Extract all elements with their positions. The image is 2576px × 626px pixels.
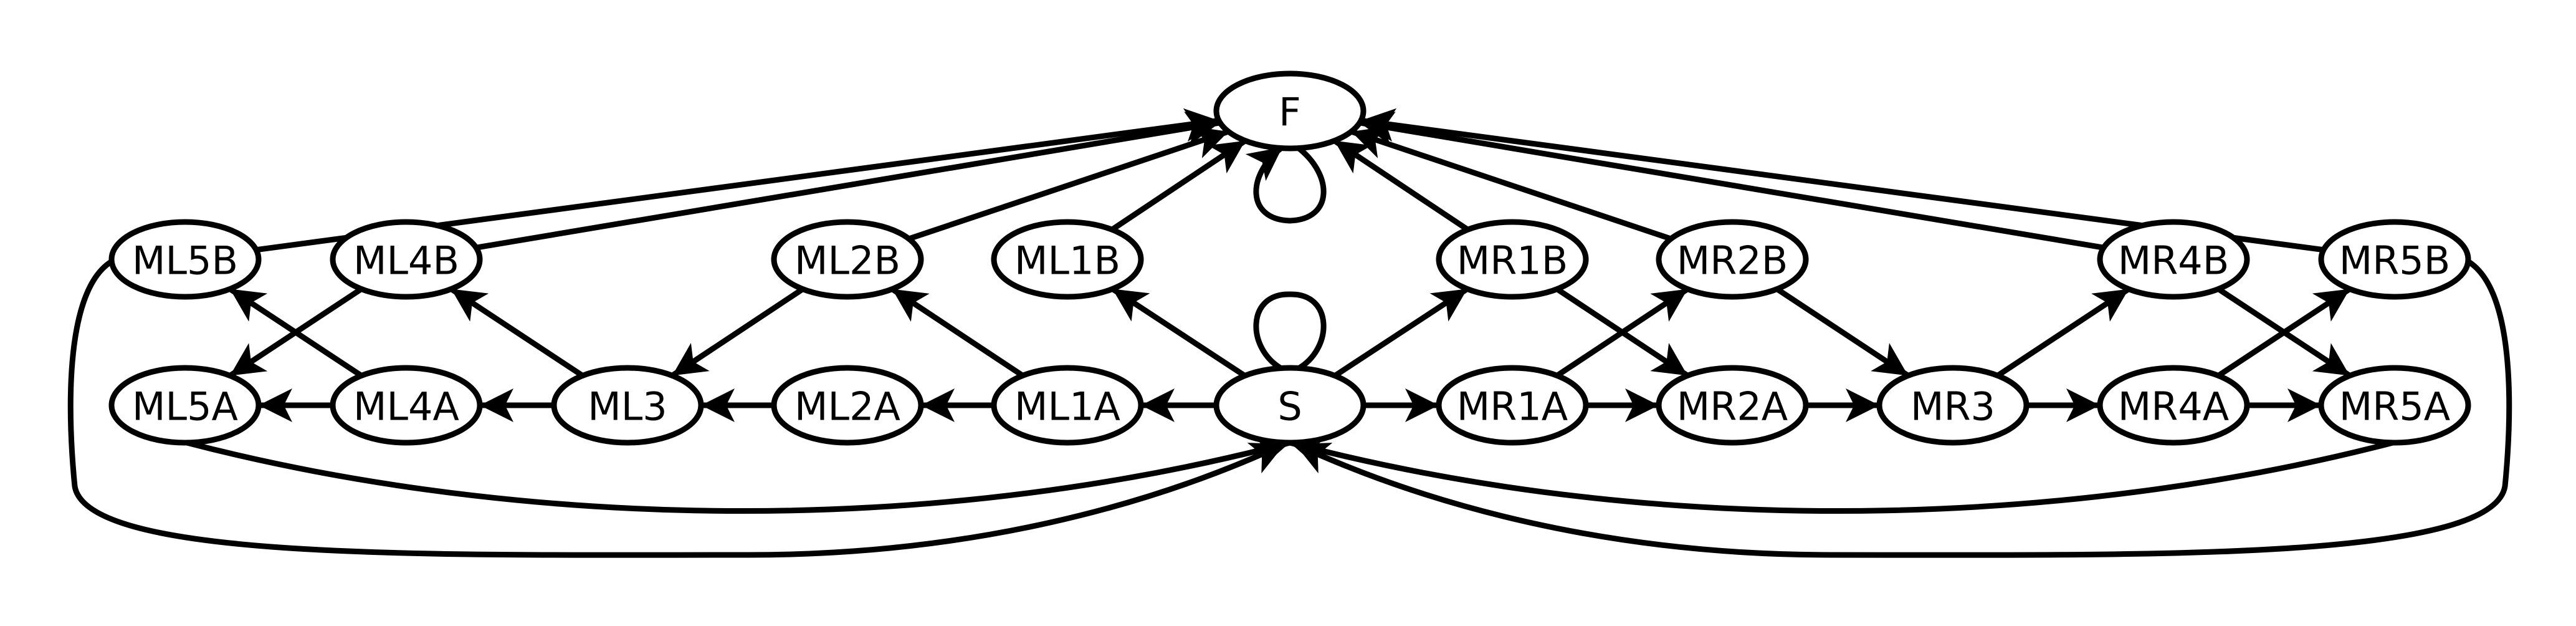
edge-ml1a-to-ml2b [889, 286, 1026, 378]
node-f: F [1213, 70, 1367, 152]
edge-ml5a-to-s [184, 435, 1293, 514]
node-ml2b: ML2B [771, 219, 924, 300]
edge-mr4a-to-mr5b [2215, 286, 2353, 378]
node-ml5a: ML5A [108, 365, 262, 446]
edge-mr2b-to-mr3 [1774, 286, 1911, 378]
node-ml4b: ML4B [330, 219, 483, 300]
edge-ml3-to-ml4b [448, 286, 586, 378]
node-label-ml1b: ML1B [1014, 238, 1120, 284]
node-label-ml4b: ML4B [353, 238, 459, 284]
node-ml3: ML3 [551, 365, 704, 446]
edge-ml2b-to-f [906, 126, 1231, 242]
node-label-f: F [1279, 90, 1301, 135]
node-mr3: MR3 [1876, 365, 2030, 446]
node-label-mr1b: MR1B [1457, 238, 1568, 284]
node-label-mr2a: MR2A [1677, 384, 1788, 430]
edge-s-to-s-loop [1253, 291, 1327, 372]
node-label-mr5b: MR5B [2339, 238, 2451, 284]
edge-ml2b-to-ml3 [669, 286, 806, 378]
node-label-ml5b: ML5B [132, 238, 238, 284]
node-ml4a: ML4A [330, 365, 483, 446]
edge-mr4b-to-f [1357, 112, 2107, 251]
node-mr5b: MR5B [2318, 219, 2471, 300]
node-label-mr4a: MR4A [2118, 384, 2229, 430]
node-label-s: S [1277, 384, 1302, 430]
node-label-ml3: ML3 [588, 384, 667, 430]
node-mr4a: MR4A [2097, 365, 2250, 446]
edge-ml4b-to-f [473, 112, 1223, 251]
edge-ml1b-to-f [1109, 138, 1248, 233]
node-mr1a: MR1A [1436, 365, 1589, 446]
edge-s-to-mr1b [1332, 286, 1471, 379]
node-s: S [1213, 365, 1367, 446]
edge-ml4a-to-ml5b [227, 286, 365, 378]
edge-mr5a-to-s [1287, 435, 2396, 514]
node-mr4b: MR4B [2097, 219, 2250, 300]
edge-mr3-to-mr4b [1995, 286, 2132, 378]
nodes-layer: F S ML5B ML4B ML2B ML1B MR1B MR2B MR4B M… [108, 70, 2471, 446]
edge-f-to-f-loop [1245, 144, 1327, 224]
edge-mr1a-to-mr2b [1554, 286, 1691, 378]
node-label-mr3: MR3 [1911, 384, 1995, 430]
node-label-mr2b: MR2B [1677, 238, 1788, 284]
node-label-ml5a: ML5A [132, 384, 238, 430]
edge-s-to-ml1b [1109, 286, 1248, 379]
edge-mr5b-to-s [1292, 259, 2512, 558]
node-label-mr4b: MR4B [2118, 238, 2230, 284]
node-label-mr5a: MR5A [2339, 384, 2450, 430]
node-mr2b: MR2B [1656, 219, 1809, 300]
node-ml2a: ML2A [771, 365, 924, 446]
node-mr1b: MR1B [1436, 219, 1589, 300]
node-ml1a: ML1A [991, 365, 1144, 446]
node-label-ml2b: ML2B [794, 238, 900, 284]
node-label-ml2a: ML2A [794, 384, 900, 430]
node-ml5b: ML5B [108, 219, 262, 300]
node-mr2a: MR2A [1656, 365, 1809, 446]
node-label-ml1a: ML1A [1014, 384, 1120, 430]
node-label-mr1a: MR1A [1457, 384, 1568, 430]
node-label-ml4a: ML4A [353, 384, 459, 430]
node-ml1b: ML1B [991, 219, 1144, 300]
node-mr5a: MR5A [2318, 365, 2471, 446]
edges-layer [67, 108, 2512, 558]
edge-ml5b-to-s [67, 259, 1288, 558]
edge-mr1b-to-f [1332, 138, 1471, 233]
edge-mr2b-to-f [1348, 126, 1674, 242]
